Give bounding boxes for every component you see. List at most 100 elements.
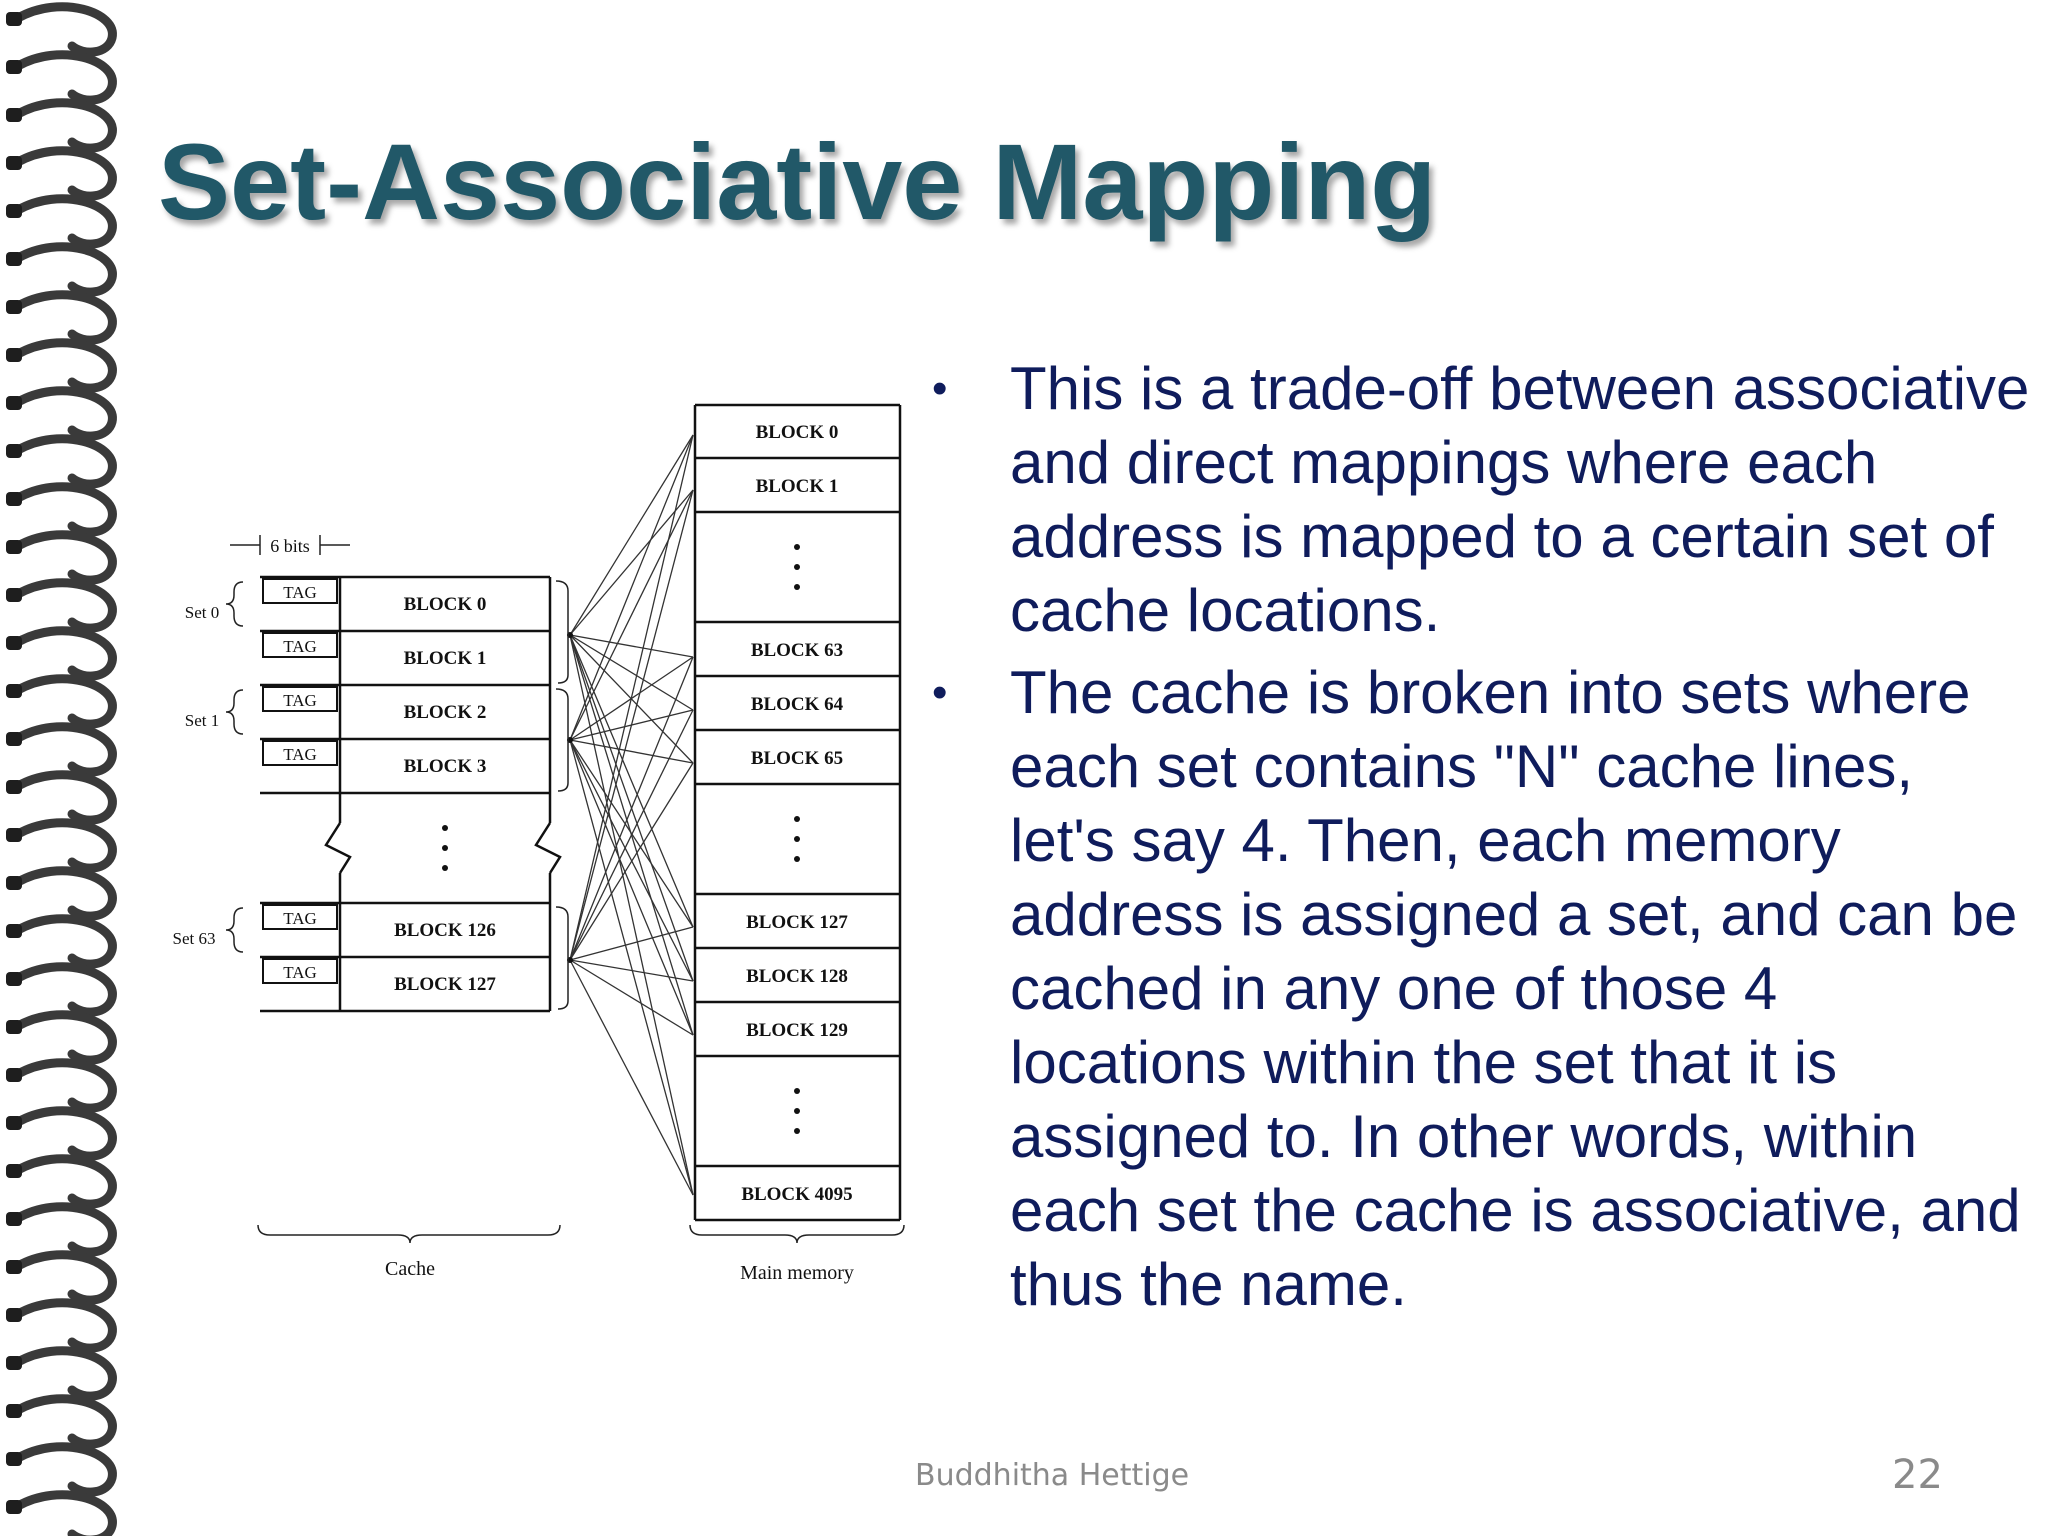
cache-block-126: BLOCK 126 — [394, 920, 496, 941]
mapping-line — [569, 634, 694, 928]
spiral-coil — [13, 50, 117, 105]
mapping-line — [569, 959, 694, 1196]
bullet-item: •This is a trade-off between associative… — [930, 352, 2030, 648]
set-label-1: Set 1 — [185, 711, 219, 730]
spiral-coil — [13, 914, 117, 969]
binding-hole — [6, 156, 22, 170]
cache-block-0: BLOCK 0 — [404, 594, 487, 615]
mapping-line — [569, 489, 694, 961]
binding-hole — [6, 924, 22, 938]
bullet-item: • The cache is broken into sets where eac… — [930, 656, 2030, 1322]
binding-hole — [6, 396, 22, 410]
tag-label: TAG — [283, 637, 317, 656]
bullet-list: •This is a trade-off between associative… — [930, 352, 2030, 1330]
set-label-0: Set 0 — [185, 603, 219, 622]
memory-block-129: BLOCK 129 — [746, 1020, 848, 1041]
spiral-coil — [13, 1394, 117, 1449]
binding-hole — [6, 1068, 22, 1082]
spiral-coil — [13, 98, 117, 153]
memory-block-1: BLOCK 1 — [756, 476, 839, 497]
binding-hole — [6, 732, 22, 746]
spiral-coil — [13, 434, 117, 489]
mapping-line — [569, 634, 694, 1196]
tag-label: TAG — [283, 963, 317, 982]
tag-label: TAG — [283, 745, 317, 764]
binding-hole — [6, 1212, 22, 1226]
bullet-text: The cache is broken into sets where each… — [1010, 659, 2021, 1318]
main-memory-caption: Main memory — [740, 1262, 854, 1284]
tag-box — [262, 740, 338, 766]
spiral-coil — [13, 1154, 117, 1209]
binding-hole — [6, 1356, 22, 1370]
mapping-line — [569, 434, 694, 961]
tag-label: TAG — [283, 583, 317, 602]
tag-label: TAG — [283, 909, 317, 928]
mapping-line — [569, 739, 694, 764]
set-braces — [225, 581, 244, 953]
cache-block-3: BLOCK 3 — [404, 756, 487, 777]
memory-block-127: BLOCK 127 — [746, 912, 848, 933]
tag-box — [262, 578, 338, 604]
spiral-coil — [13, 1490, 117, 1536]
spiral-coil — [13, 386, 117, 441]
cache-block-127: BLOCK 127 — [394, 974, 496, 995]
tag-box — [262, 958, 338, 984]
binding-hole — [6, 588, 22, 602]
spiral-coil — [13, 1202, 117, 1257]
binding-hole — [6, 12, 22, 26]
binding-hole — [6, 60, 22, 74]
binding-hole — [6, 1164, 22, 1178]
tag-width-marker — [230, 535, 350, 555]
spiral-coil — [13, 530, 117, 585]
spiral-binding — [6, 2, 117, 1536]
spiral-coil — [13, 578, 117, 633]
spiral-coil — [13, 1298, 117, 1353]
memory-block-64: BLOCK 64 — [751, 694, 844, 715]
cache-block-2: BLOCK 2 — [404, 702, 487, 723]
cache-ellipsis — [442, 825, 448, 871]
main-memory-box — [693, 403, 902, 1222]
bullet-icon: • — [932, 668, 948, 717]
binding-hole — [6, 204, 22, 218]
memory-block-63: BLOCK 63 — [751, 640, 843, 661]
slide-number: 22 — [1892, 1452, 1943, 1498]
binding-hole — [6, 1260, 22, 1274]
tag-width-label: 6 bits — [270, 536, 310, 556]
binding-hole — [6, 540, 22, 554]
mapping-line — [569, 434, 694, 741]
set-associative-mapping-diagram: 6 bits Set 0 Set 1 Set 63 — [173, 403, 905, 1284]
spiral-coil — [13, 1442, 117, 1497]
binding-hole — [6, 1500, 22, 1514]
spiral-coil — [13, 1010, 117, 1065]
spiral-coil — [13, 674, 117, 729]
mapping-line — [569, 739, 694, 1036]
spiral-coil — [13, 194, 117, 249]
spiral-coil — [13, 962, 117, 1017]
tag-box — [262, 904, 338, 930]
memory-block-4095: BLOCK 4095 — [741, 1184, 852, 1205]
binding-hole — [6, 108, 22, 122]
bottom-braces — [257, 1224, 905, 1244]
binding-hole — [6, 1308, 22, 1322]
mapping-line — [569, 634, 694, 658]
mapping-line — [569, 489, 694, 636]
binding-hole — [6, 492, 22, 506]
spiral-coil — [13, 1058, 117, 1113]
spiral-coil — [13, 626, 117, 681]
mapping-line — [569, 959, 694, 982]
cache-box — [260, 575, 562, 1013]
mapping-line — [569, 709, 694, 961]
mapping-line — [569, 489, 694, 741]
spiral-coil — [13, 1106, 117, 1161]
spiral-coil — [13, 722, 117, 777]
slide-title: Set-Associative Mapping — [158, 121, 1437, 242]
spiral-coil — [13, 770, 117, 825]
memory-block-65: BLOCK 65 — [751, 748, 843, 769]
memory-block-128: BLOCK 128 — [746, 966, 848, 987]
binding-hole — [6, 1452, 22, 1466]
spiral-coil — [13, 482, 117, 537]
spiral-coil — [13, 2, 117, 57]
binding-hole — [6, 444, 22, 458]
binding-hole — [6, 780, 22, 794]
binding-hole — [6, 972, 22, 986]
